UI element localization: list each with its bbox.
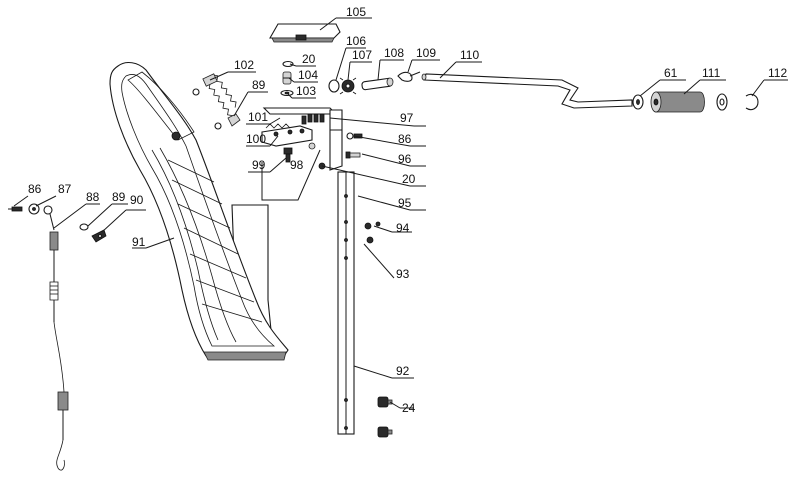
part-61-washer [632, 94, 644, 110]
callout-91: 91 [132, 235, 146, 249]
callout-87: 87 [58, 182, 72, 196]
part-91-chute-housing [109, 61, 289, 361]
callout-86-left: 86 [28, 182, 42, 196]
part-24-knob-upper [377, 396, 393, 408]
part-102-spring [192, 74, 237, 130]
callout-98: 98 [290, 158, 304, 172]
part-88-cable-assembly [43, 205, 69, 471]
part-89-nut-left [79, 223, 89, 231]
part-mount-bracket [329, 109, 343, 171]
callout-96: 96 [398, 152, 412, 166]
part-97-plate [262, 107, 338, 115]
part-101-gear-bracket [261, 123, 313, 147]
callout-112: 112 [768, 66, 787, 80]
part-109-clip [397, 71, 421, 82]
callout-94: 94 [396, 221, 410, 235]
part-110-crank-rod [421, 73, 633, 109]
part-105-deflector-cap [269, 23, 341, 43]
part-107-gear [339, 77, 357, 95]
part-104-knob [282, 71, 292, 85]
part-86-bolt-left [8, 206, 23, 212]
callout-107: 107 [352, 48, 372, 62]
callout-97: 97 [400, 111, 414, 125]
callout-95: 95 [398, 196, 412, 210]
callout-93: 93 [396, 267, 410, 281]
callout-101: 101 [248, 110, 268, 124]
callout-108: 108 [384, 46, 404, 60]
callout-106: 106 [346, 34, 366, 48]
part-112-clip-ring [745, 93, 759, 111]
part-92-tube [337, 171, 355, 435]
leader-bracket-98 [261, 149, 321, 201]
callout-86-right: 86 [398, 132, 412, 146]
part-103-washer [280, 89, 294, 97]
part-106-ring [328, 79, 340, 93]
callout-102: 102 [234, 58, 254, 72]
part-87-washer [28, 203, 40, 215]
callout-104: 104 [298, 68, 318, 82]
bolts-row [301, 113, 325, 125]
leader-lines [13, 17, 788, 409]
callout-100: 100 [246, 132, 266, 146]
callout-labels: 105 106 20 107 108 109 110 102 104 89 10… [28, 5, 787, 415]
part-90-bracket [91, 229, 107, 243]
callout-24: 24 [402, 401, 416, 415]
callout-88: 88 [86, 190, 100, 204]
part-20-washer-upper [282, 60, 294, 68]
washer-after-grip [716, 93, 728, 111]
callout-20-lower: 20 [402, 172, 416, 186]
callout-89-upper: 89 [252, 78, 266, 92]
callout-99: 99 [252, 158, 266, 172]
callout-92: 92 [396, 364, 410, 378]
part-89-nut-upper [227, 113, 241, 127]
part-108-pin [361, 77, 394, 91]
part-94-bolt [364, 221, 381, 230]
part-98-nut [308, 142, 316, 150]
callout-105: 105 [346, 5, 366, 19]
callout-61: 61 [664, 66, 678, 80]
callout-20-upper: 20 [302, 52, 316, 66]
part-93-nut [366, 236, 374, 244]
callout-109: 109 [416, 46, 436, 60]
callout-110: 110 [460, 48, 479, 62]
callout-90: 90 [130, 193, 144, 207]
callout-111: 111 [702, 66, 721, 80]
callout-103: 103 [296, 84, 316, 98]
part-111-handle-grip [650, 91, 705, 113]
part-96-bolt [345, 151, 361, 159]
callout-89-left: 89 [112, 190, 126, 204]
part-24-knob-lower [377, 426, 393, 438]
